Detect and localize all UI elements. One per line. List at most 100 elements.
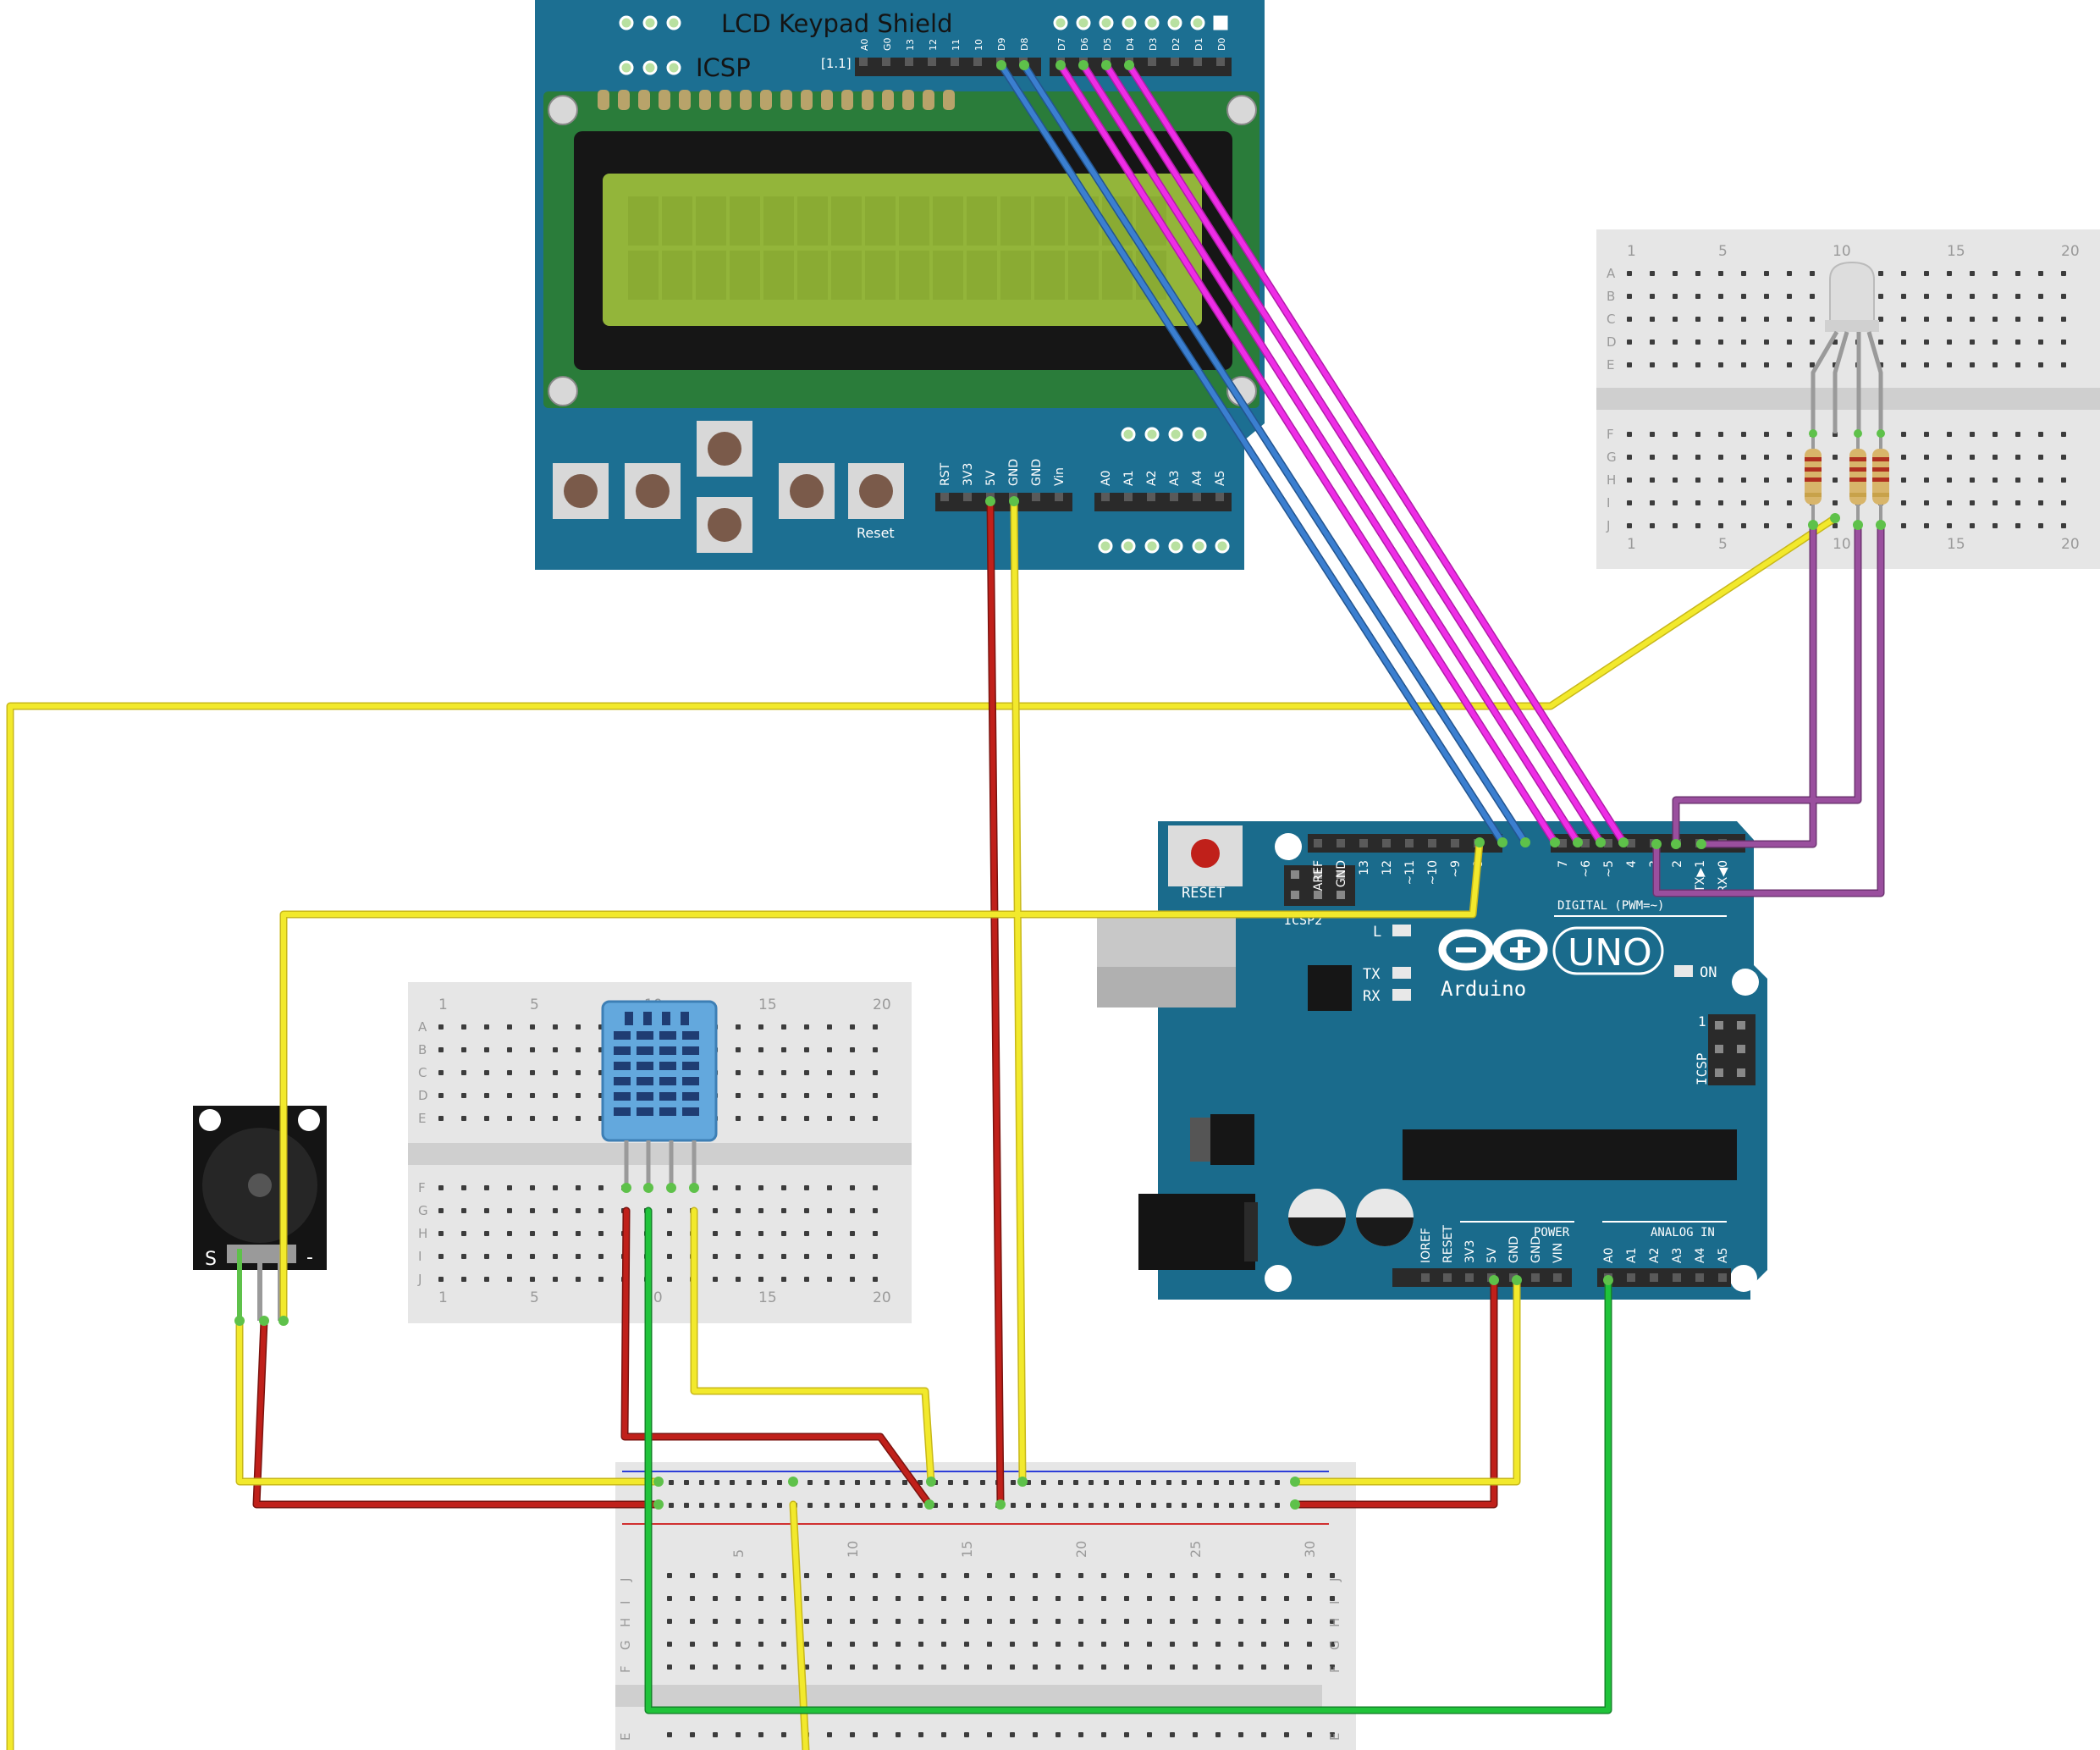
breadboard-hole: [438, 1093, 444, 1098]
arduino-digital-right-pin-label: ~6: [1579, 860, 1593, 878]
breadboard-hole: [1833, 455, 1838, 460]
breadboard-hole: [1787, 317, 1792, 322]
breadboard-hole: [1147, 1642, 1152, 1647]
breadboard-hole: [804, 1231, 809, 1236]
breadboard-hole: [1627, 432, 1632, 437]
breadboard-hole: [1147, 1732, 1152, 1737]
breadboard-hole: [1970, 523, 1975, 528]
breadboard-hole: [1741, 317, 1746, 322]
breadboard-hole: [1718, 455, 1723, 460]
breadboard-hole: [1124, 1573, 1129, 1578]
breadboard-hole: [1010, 1573, 1015, 1578]
resistor-band: [1872, 493, 1889, 497]
breadboard-hole: [1307, 1573, 1312, 1578]
breadboard-rail-hole: [747, 1503, 752, 1508]
breadboard-hole: [1627, 500, 1632, 505]
breadboard-rail-hole: [885, 1480, 890, 1485]
breadboard-hole: [1284, 1664, 1289, 1670]
breadboard-hole: [1787, 455, 1792, 460]
breadboard-hole: [713, 1277, 718, 1282]
lcd-top-left-pin-socket: [973, 58, 982, 66]
breadboard-hole: [804, 1047, 809, 1052]
breadboard-rail-hole: [948, 1503, 953, 1508]
arduino-power-label: POWER: [1534, 1226, 1570, 1239]
arduino-digital-right-pin-socket: [1604, 839, 1612, 847]
lcd-character-cell: [899, 251, 929, 300]
lcd-top-left-pin-label: 11: [951, 39, 962, 51]
breadboard-row-letter: C: [418, 1065, 427, 1080]
breadboard-hole: [964, 1642, 969, 1647]
breadboard-hole: [438, 1047, 444, 1052]
dht-temperature-humidity-sensor: [601, 1000, 718, 1193]
breadboard-hole: [1810, 294, 1815, 299]
lcd-power-pin-socket: [940, 493, 949, 501]
arduino-digital-right-pin-socket: [1627, 839, 1635, 847]
breadboard-hole: [827, 1254, 832, 1259]
breadboard-hole: [507, 1277, 512, 1282]
breadboard-hole: [1924, 340, 1929, 345]
breadboard-hole: [1124, 1664, 1129, 1670]
breadboard-hole: [736, 1596, 741, 1601]
breadboard-rail-hole: [1104, 1480, 1109, 1485]
breadboard-hole: [1947, 362, 1952, 367]
breadboard-hole: [850, 1642, 855, 1647]
breadboard-hole: [1764, 271, 1769, 276]
breadboard-hole: [507, 1254, 512, 1259]
breadboard-column-number: 15: [1947, 536, 1965, 553]
breadboard-hole: [781, 1664, 786, 1670]
breadboard-row-letter: I: [418, 1249, 422, 1264]
breadboard-hole: [781, 1277, 786, 1282]
breadboard-hole: [667, 1664, 672, 1670]
buzzer-minus-label: -: [306, 1247, 313, 1268]
breadboard-hole: [758, 1277, 763, 1282]
breadboard-hole: [576, 1116, 581, 1121]
lcd-character-cell: [1000, 196, 1031, 246]
breadboard-row-letter: E: [418, 1111, 426, 1126]
arduino-on-label: ON: [1700, 964, 1717, 981]
lcd-power-pin-label: RST: [939, 462, 952, 486]
breadboard-hole: [918, 1642, 923, 1647]
breadboard-hole: [1787, 362, 1792, 367]
arduino-icsp2-header: [1284, 865, 1355, 906]
breadboard-rail-hole: [1244, 1503, 1249, 1508]
breadboard-hole: [1924, 432, 1929, 437]
breadboard-rail-hole: [1041, 1503, 1046, 1508]
breadboard-hole: [804, 1070, 809, 1075]
breadboard-row-letter: G: [618, 1640, 633, 1650]
breadboard-hole: [1147, 1573, 1152, 1578]
breadboard-hole: [1056, 1732, 1061, 1737]
breadboard-rail-hole: [1214, 1480, 1219, 1485]
breadboard-hole: [667, 1573, 672, 1578]
breadboard-hole: [781, 1732, 786, 1737]
arduino-power-header: [1392, 1268, 1572, 1287]
buzzer-module: S -: [193, 1106, 327, 1321]
breadboard-hole: [2038, 455, 2043, 460]
lcd-analog-pin-socket: [1147, 493, 1155, 501]
breadboard-hole: [1627, 362, 1632, 367]
breadboard-hole: [484, 1070, 489, 1075]
breadboard-rail-hole: [669, 1480, 674, 1485]
breadboard-hole: [1627, 271, 1632, 276]
breadboard-hole: [1901, 455, 1906, 460]
lcd-top-right-pin-label: D2: [1171, 38, 1182, 51]
breadboard-rail-hole: [855, 1480, 860, 1485]
breadboard-hole: [1901, 523, 1906, 528]
breadboard-hole: [1307, 1619, 1312, 1624]
breadboard-hole: [484, 1116, 489, 1121]
breadboard-hole: [804, 1642, 809, 1647]
breadboard-hole: [1947, 500, 1952, 505]
breadboard-row-letter: G: [418, 1203, 428, 1218]
breadboard-hole: [484, 1277, 489, 1282]
lcd-module-pin-pads: [598, 90, 955, 110]
breadboard-hole: [1307, 1664, 1312, 1670]
breadboard-hole: [827, 1277, 832, 1282]
breadboard-hole: [1650, 523, 1655, 528]
breadboard-hole: [827, 1208, 832, 1213]
breadboard-rail-hole: [902, 1480, 907, 1485]
breadboard-hole: [941, 1732, 946, 1737]
breadboard-rail-hole: [1058, 1503, 1063, 1508]
breadboard-hole: [667, 1277, 672, 1282]
breadboard-row-letter: H: [618, 1618, 633, 1627]
breadboard-hole: [1695, 317, 1700, 322]
